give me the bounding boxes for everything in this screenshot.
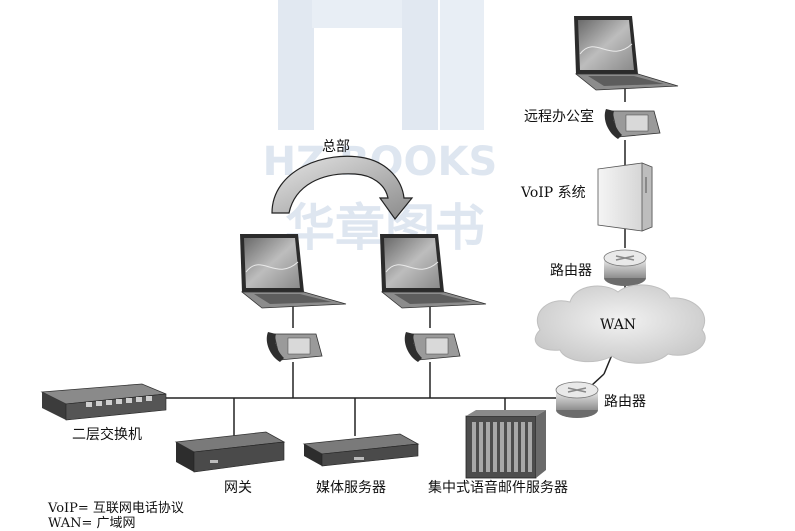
layer2-switch-icon xyxy=(40,383,167,421)
media-server-label: 媒体服务器 xyxy=(316,480,386,496)
router-icon xyxy=(555,381,599,418)
remote-office-label: 远程办公室 xyxy=(524,109,594,125)
headquarters-label: 总部 xyxy=(322,139,350,155)
voip-system-label: VoIP 系统 xyxy=(521,185,586,201)
router-bottom-label: 路由器 xyxy=(604,394,646,410)
router-top-label: 路由器 xyxy=(550,263,592,279)
media-server-icon xyxy=(302,433,420,467)
ip-phone-icon xyxy=(604,109,661,139)
ip-phone-icon xyxy=(404,332,461,362)
laptop-icon xyxy=(380,234,487,309)
wan-cloud-icon xyxy=(534,284,706,364)
gateway-icon xyxy=(174,431,286,473)
voip-server-tower-icon xyxy=(597,162,653,232)
voicemail-server-label: 集中式语音邮件服务器 xyxy=(428,480,568,496)
laptop-icon xyxy=(574,16,679,91)
legend-wan: WAN= 广域网 xyxy=(48,516,136,531)
wan-label: WAN xyxy=(600,317,637,333)
switch-label: 二层交换机 xyxy=(72,427,142,443)
headquarters-arrow xyxy=(271,155,414,220)
watermark: HZ BOOKS 华章图书 xyxy=(263,0,497,257)
legend-voip: VoIP= 互联网电话协议 xyxy=(48,501,184,516)
voicemail-server-icon xyxy=(465,410,546,479)
router-icon xyxy=(603,249,647,286)
gateway-label: 网关 xyxy=(224,480,252,496)
ip-phone-icon xyxy=(266,332,323,362)
laptop-icon xyxy=(240,234,347,309)
